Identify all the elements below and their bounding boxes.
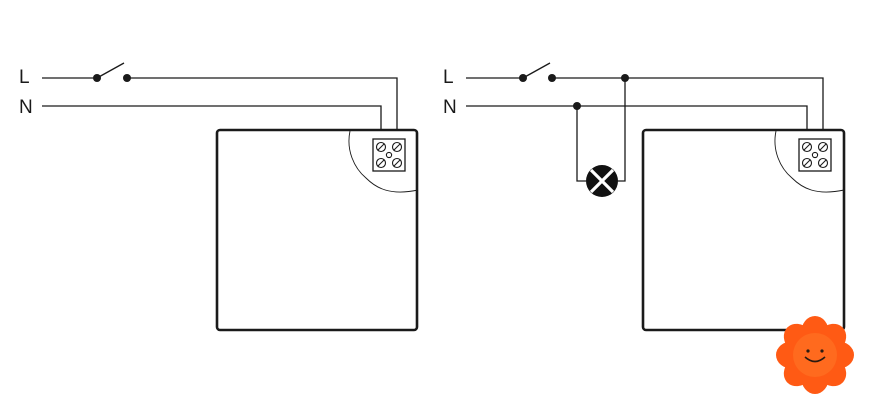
terminal-block-icon (372, 138, 406, 172)
flower-eye (806, 349, 810, 353)
smiling-flower-icon (776, 316, 854, 394)
flower-center (793, 333, 837, 377)
flower-smile (804, 356, 826, 363)
line-wire (466, 77, 824, 141)
lamp-feed-wire (576, 106, 586, 182)
neutral-label: N (443, 97, 457, 118)
device-box (215, 128, 419, 332)
line-label: L (443, 67, 454, 88)
line-label: L (19, 67, 30, 88)
switch-icon (519, 62, 556, 82)
left-wiring-diagram: L N (19, 62, 419, 332)
lamp-icon (586, 165, 618, 197)
cutaway-outline (774, 130, 845, 193)
flower-eye (820, 349, 824, 353)
neutral-label: N (19, 97, 33, 118)
lamp-return-wire (618, 78, 626, 182)
terminal-block-icon (798, 138, 832, 172)
cutaway-outline (348, 130, 419, 193)
line-wire (42, 77, 398, 141)
right-wiring-diagram: L N (443, 62, 846, 332)
switch-icon (93, 62, 131, 82)
